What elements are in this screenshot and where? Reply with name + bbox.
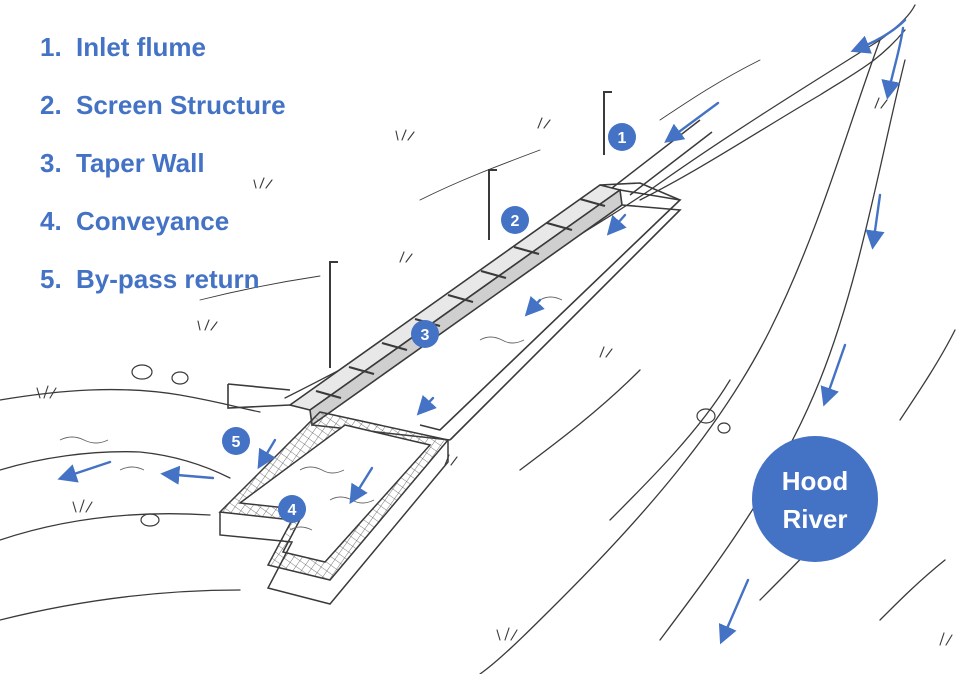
legend-number: 2.	[40, 90, 62, 120]
legend-label: Taper Wall	[76, 148, 205, 178]
light-poles	[329, 91, 612, 368]
legend-number: 3.	[40, 148, 62, 178]
taper-wall	[227, 383, 291, 409]
legend-item: 2. Screen Structure	[40, 88, 286, 146]
conveyance-cage	[218, 411, 450, 605]
svg-text:1: 1	[618, 130, 627, 147]
legend-label: Conveyance	[76, 206, 230, 236]
legend-number: 1.	[40, 32, 62, 62]
svg-text:4: 4	[288, 502, 297, 519]
legend-label: Screen Structure	[76, 90, 286, 120]
grass-tufts	[36, 97, 953, 646]
legend-number: 5.	[40, 264, 62, 294]
marker-1: 1	[608, 123, 636, 151]
marker-5: 5	[222, 427, 250, 455]
legend-item: 5. By-pass return	[40, 262, 286, 320]
legend-list: 1. Inlet flume 2. Screen Structure 3. Taper…	[40, 30, 286, 320]
terrain-sketch	[0, 4, 956, 674]
legend-label: Inlet flume	[76, 32, 207, 62]
river-label-line1: Hood	[782, 466, 848, 496]
marker-3: 3	[411, 320, 439, 348]
flow-arrows	[57, 18, 907, 645]
legend-number: 4.	[40, 206, 62, 236]
svg-text:5: 5	[232, 434, 241, 451]
svg-text:2: 2	[511, 213, 520, 230]
hood-river-badge: Hood River	[752, 436, 878, 562]
legend-item: 4. Conveyance	[40, 204, 286, 262]
river-label-line2: River	[782, 504, 847, 534]
marker-2: 2	[501, 206, 529, 234]
legend-item: 1. Inlet flume	[40, 30, 286, 88]
svg-text:3: 3	[421, 327, 430, 344]
rocks	[131, 364, 731, 527]
marker-4: 4	[278, 495, 306, 523]
legend-item: 3. Taper Wall	[40, 146, 286, 204]
legend-label: By-pass return	[76, 264, 260, 294]
screen-structure	[288, 182, 682, 441]
